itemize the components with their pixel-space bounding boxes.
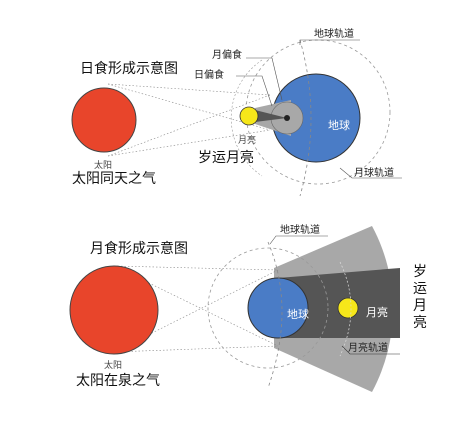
bottom-moon-orbit	[339, 261, 352, 357]
top-moon-orbit-label: 月球轨道	[354, 166, 394, 179]
bottom-earth-label: 地球	[287, 307, 309, 321]
top-umbra	[255, 110, 287, 122]
bottom-sun-ray-upper	[113, 265, 279, 271]
top-sun-ray-lower	[107, 129, 271, 157]
bottom-title: 月食形成示意图	[90, 240, 188, 257]
bottom-sun	[69, 265, 159, 355]
top-sun-ray-cross2	[107, 94, 271, 157]
bottom-side-caption-char-3: 亮	[413, 314, 427, 331]
top-sun	[71, 87, 137, 153]
bottom-sun-ray-cross2	[113, 269, 279, 353]
top-title: 日食形成示意图	[80, 60, 178, 77]
bottom-sun-caption: 太阳在泉之气	[76, 372, 160, 389]
top-solar-leader	[236, 75, 273, 107]
top-earth-orbit-label: 地球轨道	[314, 27, 354, 40]
top-solar-eclipse-label: 日偏食	[194, 68, 224, 81]
bottom-sun-ray-cross1	[113, 265, 279, 347]
top-moon	[239, 106, 259, 126]
solar-eclipse-diagram: 日食形成示意图 太阳 太阳同天之气 岁运月亮 月偏食 日偏食 月亮 地球 地球轨…	[71, 27, 402, 197]
bottom-earth-orbit-label: 地球轨道	[280, 223, 320, 236]
bottom-earth	[247, 277, 309, 339]
bottom-moon-orbit-leader	[341, 345, 400, 355]
bottom-earth-orbit-leader	[269, 235, 328, 245]
top-moon-caption: 岁运月亮	[198, 149, 254, 166]
top-sun-caption: 太阳同天之气	[72, 171, 156, 187]
top-moon-orbit-leader	[339, 167, 402, 179]
top-partial-leader	[246, 57, 283, 101]
top-earth-label: 地球	[328, 118, 350, 132]
top-umbra-dot	[284, 115, 290, 121]
bottom-side-caption-char-1: 运	[413, 281, 427, 297]
top-earth-orbit-leader	[299, 39, 360, 45]
top-moon-orbit	[230, 59, 263, 177]
bottom-moon-label: 月亮	[366, 305, 388, 319]
top-earth-orbit-arc	[299, 39, 312, 197]
bottom-moon	[337, 297, 359, 319]
top-sun-ray-upper	[107, 83, 271, 96]
bottom-moon-orbit-label: 月亮轨道	[348, 341, 388, 354]
top-sun-small-label: 太阳	[94, 159, 112, 171]
bottom-sun-ray-lower	[113, 345, 279, 353]
lunar-eclipse-diagram: 月食形成示意图 太阳 太阳在泉之气 地球 月亮 地球轨道 月亮轨道 岁 运 月 …	[69, 223, 427, 392]
top-moon-small-label: 月亮	[238, 134, 256, 146]
top-partial-eclipse-label: 月偏食	[212, 48, 242, 61]
bottom-side-caption-char-0: 岁	[413, 264, 427, 280]
bottom-earth-orbit	[207, 247, 329, 369]
bottom-sun-small-label: 太阳	[104, 359, 122, 371]
bottom-side-caption-char-2: 月	[413, 298, 427, 314]
